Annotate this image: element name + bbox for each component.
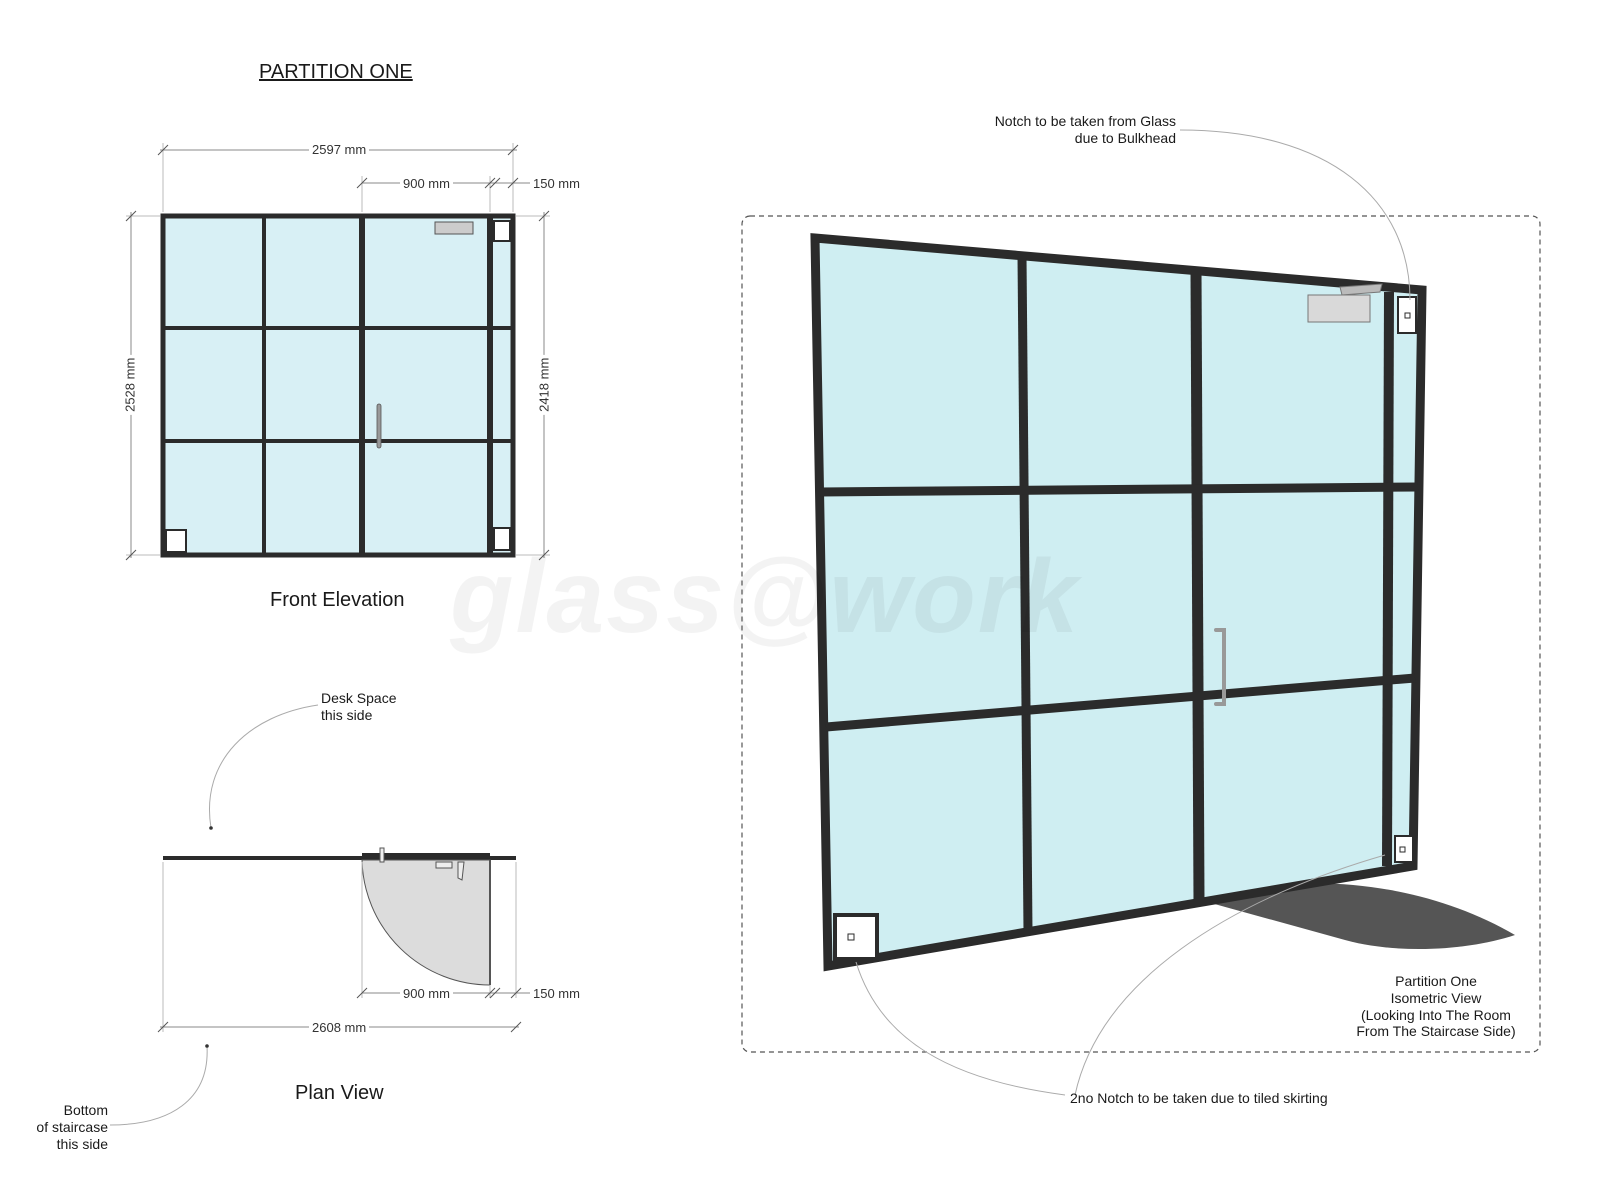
page-title: PARTITION ONE — [259, 61, 413, 83]
iso-notch-marker — [1399, 846, 1406, 853]
plan-view-drawing — [109, 704, 540, 1126]
plan-view-label: Plan View — [295, 1082, 384, 1104]
dim-label-overall-height: 2528 mm — [122, 354, 138, 415]
leader-dot — [209, 826, 213, 830]
iso-notch-marker — [1404, 312, 1411, 319]
plan-dim-label-door: 900 mm — [400, 986, 453, 1002]
dim-tick — [125, 210, 137, 222]
leader-skirting-left — [855, 961, 1066, 1096]
plan-handle-icon — [379, 847, 385, 863]
door-swing-shadow — [1200, 883, 1515, 950]
dim-tick — [538, 549, 550, 561]
dim-tick — [484, 987, 496, 999]
dim-tick — [489, 987, 501, 999]
door-closer-icon — [434, 221, 474, 235]
iso-door-handle-icon — [1214, 628, 1226, 706]
iso-glass — [815, 238, 1422, 966]
dim-label-door-width: 900 mm — [400, 176, 453, 192]
door-handle-icon — [376, 403, 382, 449]
iso-transom-lower — [825, 673, 1416, 732]
isometric-border — [741, 215, 1541, 1053]
iso-frame — [810, 233, 1427, 972]
iso-door-jamb-left — [1190, 271, 1205, 903]
side-notch-top — [493, 220, 511, 242]
dim-tick — [507, 144, 519, 156]
dim-tick — [356, 177, 368, 189]
dim-label-side-width: 150 mm — [530, 176, 583, 192]
dim-tick — [356, 987, 368, 999]
front-glass — [163, 216, 513, 555]
side-notch-bottom — [493, 527, 511, 551]
dim-tick — [510, 1021, 522, 1033]
watermark-logo: glass@work — [450, 535, 1080, 660]
plan-dim-label-overall: 2608 mm — [309, 1020, 370, 1036]
note-desk-space: Desk Space this side — [321, 690, 397, 723]
dim-tick — [157, 1021, 169, 1033]
iso-door-closer-icon — [1307, 294, 1371, 323]
dim-label-overall-width: 2597 mm — [309, 142, 370, 158]
leader-dot — [205, 1044, 209, 1048]
plan-door-swing — [361, 859, 491, 986]
plan-closer-icon — [435, 861, 465, 881]
iso-transom-upper — [819, 482, 1419, 497]
isometric-drawing — [741, 129, 1541, 1096]
dim-tick — [125, 549, 137, 561]
dim-tick — [510, 987, 522, 999]
front-elevation-drawing — [125, 143, 550, 561]
dim-label-side-height: 2418 mm — [536, 354, 552, 415]
isometric-view-label: Partition One Isometric View (Looking In… — [1356, 973, 1516, 1040]
front-frame — [160, 213, 516, 558]
iso-door-jamb-right — [1382, 291, 1394, 867]
dim-tick — [538, 210, 550, 222]
front-elevation-label: Front Elevation — [270, 589, 405, 611]
leader-staircase — [109, 1045, 208, 1126]
iso-notch-marker — [847, 933, 855, 941]
skirting-notch-left — [165, 529, 187, 553]
note-staircase: Bottom of staircase this side — [36, 1102, 108, 1152]
plan-door-leaf — [362, 853, 490, 860]
dim-tick — [157, 144, 169, 156]
plan-dim-label-side: 150 mm — [530, 986, 583, 1002]
iso-skirting-notch-left — [833, 913, 879, 961]
leader-bulkhead — [1179, 129, 1411, 301]
leader-desk-space — [209, 704, 319, 829]
dim-tick — [484, 177, 496, 189]
dim-tick — [489, 177, 501, 189]
note-bulkhead: Notch to be taken from Glass due to Bulk… — [994, 113, 1176, 146]
note-skirting: 2no Notch to be taken due to tiled skirt… — [1070, 1090, 1328, 1106]
iso-closer-arm-icon — [1339, 283, 1383, 296]
leader-skirting-right — [1074, 854, 1386, 1096]
dim-tick — [507, 177, 519, 189]
iso-mullion — [1017, 255, 1033, 933]
